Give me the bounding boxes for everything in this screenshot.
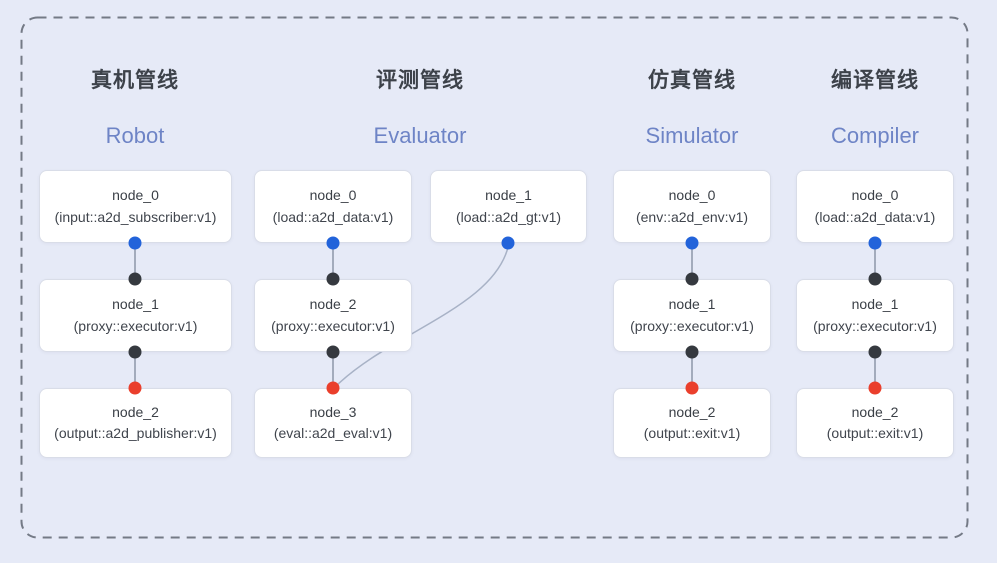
- node-name: node_1: [112, 296, 159, 313]
- port-dot-red: [685, 381, 699, 395]
- node-card-evaluator-2: node_2 (proxy::executor:v1): [254, 279, 412, 352]
- dashed-frame: [20, 16, 969, 539]
- node-name: node_0: [112, 187, 159, 204]
- node-type: (env::a2d_env:v1): [635, 208, 749, 225]
- port-dot-blue: [128, 236, 142, 250]
- port-dot-red: [326, 381, 340, 395]
- node-type: (load::a2d_gt:v1): [455, 208, 562, 225]
- node-card-robot-1: node_1 (proxy::executor:v1): [39, 279, 232, 352]
- node-card-simulator-1: node_1 (proxy::executor:v1): [613, 279, 771, 352]
- node-card-compiler-0: node_0 (load::a2d_data:v1): [796, 170, 954, 243]
- node-card-robot-2: node_2 (output::a2d_publisher:v1): [39, 388, 232, 458]
- node-type: (eval::a2d_eval:v1): [273, 425, 393, 441]
- node-card-simulator-0: node_0 (env::a2d_env:v1): [613, 170, 771, 243]
- port-dot-red: [868, 381, 882, 395]
- node-name: node_0: [309, 187, 357, 204]
- node-type: (output::a2d_publisher:v1): [54, 425, 217, 441]
- node-type: (proxy::executor:v1): [630, 317, 754, 334]
- evaluator-gt-edge: [333, 242, 510, 389]
- node-name: node_2: [668, 403, 716, 420]
- node-type: (load::a2d_data:v1): [814, 208, 936, 225]
- node-name: node_2: [851, 403, 899, 420]
- node-name: node_0: [851, 187, 899, 204]
- port-dot-dark: [685, 272, 699, 286]
- port-dot-blue: [868, 236, 882, 250]
- node-card-compiler-2: node_2 (output::exit:v1): [796, 388, 954, 458]
- node-type: (output::exit:v1): [643, 425, 741, 441]
- node-name: node_1: [485, 187, 532, 204]
- node-card-robot-0: node_0 (input::a2d_subscriber:v1): [39, 170, 232, 243]
- pipeline-title-zh-simulator: 仿真管线: [648, 69, 736, 92]
- pipeline-title-zh-robot: 真机管线: [91, 69, 179, 92]
- node-name: node_1: [668, 296, 716, 313]
- port-dot-dark: [326, 272, 340, 286]
- node-card-evaluator-1: node_1 (load::a2d_gt:v1): [430, 170, 587, 243]
- port-dot-blue: [326, 236, 340, 250]
- node-card-compiler-1: node_1 (proxy::executor:v1): [796, 279, 954, 352]
- pipeline-title-zh-compiler: 编译管线: [831, 69, 919, 92]
- node-card-simulator-2: node_2 (output::exit:v1): [613, 388, 771, 458]
- pipeline-title-zh-evaluator: 评测管线: [376, 69, 464, 92]
- port-dot-dark: [326, 345, 340, 359]
- pipeline-title-en-simulator: Simulator: [645, 123, 739, 148]
- pipeline-title-en-compiler: Compiler: [830, 123, 920, 148]
- port-dot-dark: [868, 345, 882, 359]
- node-type: (input::a2d_subscriber:v1): [54, 208, 217, 225]
- pipeline-title-en-robot: Robot: [105, 123, 165, 148]
- port-dot-blue: [501, 236, 515, 250]
- node-type: (output::exit:v1): [826, 425, 924, 441]
- port-dot-blue: [685, 236, 699, 250]
- node-name: node_2: [309, 296, 357, 313]
- node-name: node_2: [112, 403, 159, 420]
- port-dot-dark: [128, 345, 142, 359]
- port-dot-dark: [868, 272, 882, 286]
- node-card-evaluator-0: node_0 (load::a2d_data:v1): [254, 170, 412, 243]
- node-name: node_3: [309, 403, 357, 420]
- pipeline-title-en-evaluator: Evaluator: [373, 123, 467, 148]
- node-card-evaluator-3: node_3 (eval::a2d_eval:v1): [254, 388, 412, 458]
- port-dot-dark: [685, 345, 699, 359]
- node-name: node_0: [668, 187, 716, 204]
- node-type: (proxy::executor:v1): [271, 317, 395, 334]
- port-dot-red: [128, 381, 142, 395]
- node-type: (proxy::executor:v1): [73, 317, 198, 334]
- node-name: node_1: [851, 296, 899, 313]
- node-type: (proxy::executor:v1): [813, 317, 937, 334]
- port-dot-dark: [128, 272, 142, 286]
- node-type: (load::a2d_data:v1): [272, 208, 394, 225]
